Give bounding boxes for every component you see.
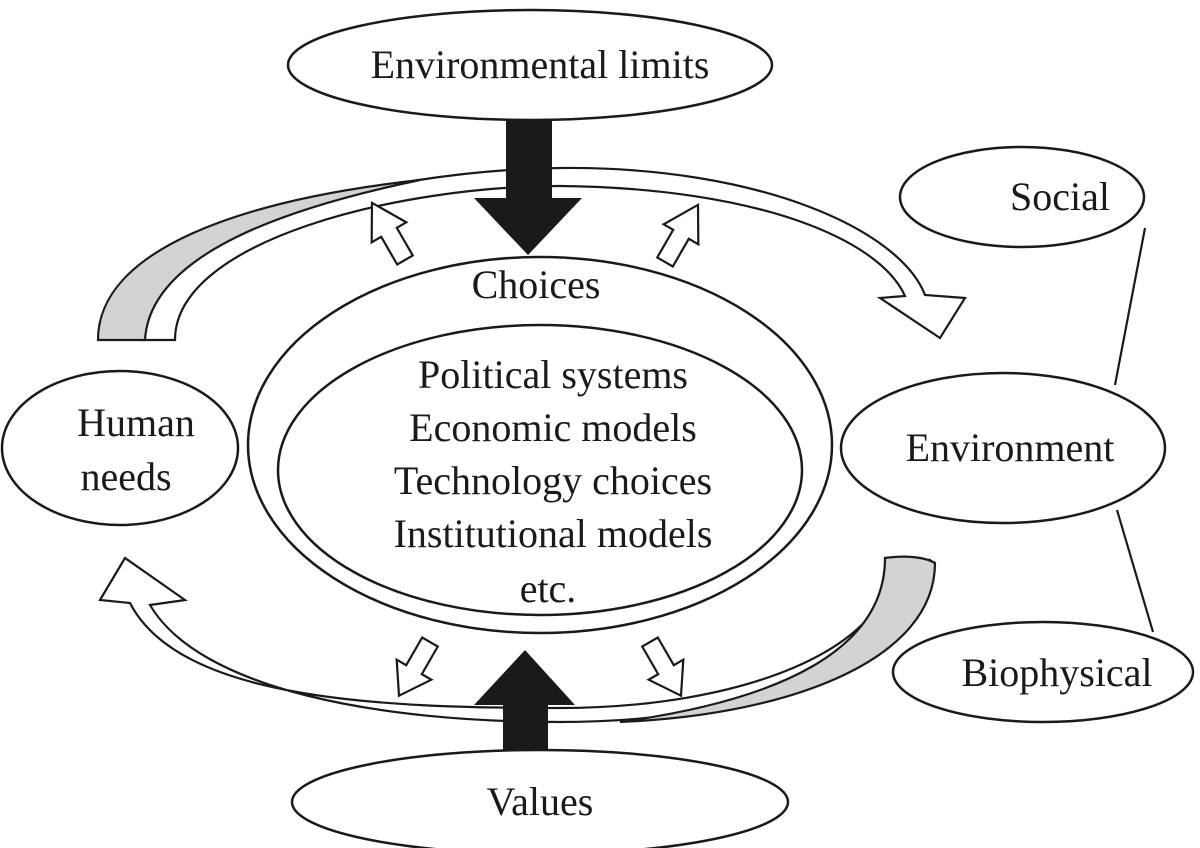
human-needs-node <box>0 369 240 527</box>
choices-item: Technology choices <box>394 458 712 503</box>
top-cycle-arrow-tail <box>96 178 421 342</box>
choices-inner-ellipse <box>276 323 804 617</box>
environment-node <box>839 371 1167 525</box>
choices-item: Economic models <box>409 405 697 450</box>
choices-outer-ellipse <box>246 255 834 635</box>
outflow-arrow-top-left <box>370 200 415 267</box>
environment-label: Environment <box>906 425 1115 470</box>
choices-item: etc. <box>520 566 577 611</box>
values-arrow <box>474 650 575 775</box>
biophysical-connector <box>1115 509 1155 633</box>
outflow-arrow-bottom-right <box>640 635 685 698</box>
choices-item: Institutional models <box>394 511 713 556</box>
outflow-arrow-bottom-left <box>395 635 440 698</box>
values-node <box>290 748 790 848</box>
bottom-cycle-arrow-tail <box>619 555 937 724</box>
choices-item: Political systems <box>418 352 688 397</box>
values-label: Values <box>487 779 594 824</box>
outflow-arrow-top-right <box>655 202 700 269</box>
social-label: Social <box>1010 174 1110 219</box>
social-node <box>898 145 1146 249</box>
bottom-cycle-arrow <box>98 555 937 724</box>
biophysical-node <box>891 620 1195 724</box>
human-needs-label-line2: needs <box>80 454 171 499</box>
biophysical-label: Biophysical <box>961 650 1152 695</box>
environmental-limits-node <box>286 8 774 122</box>
limits-arrow <box>474 105 582 255</box>
choices-label: Choices <box>472 262 601 307</box>
social-connector <box>1113 227 1147 386</box>
human-needs-label-line1: Human <box>77 400 195 445</box>
environmental-limits-label: Environmental limits <box>371 42 710 87</box>
